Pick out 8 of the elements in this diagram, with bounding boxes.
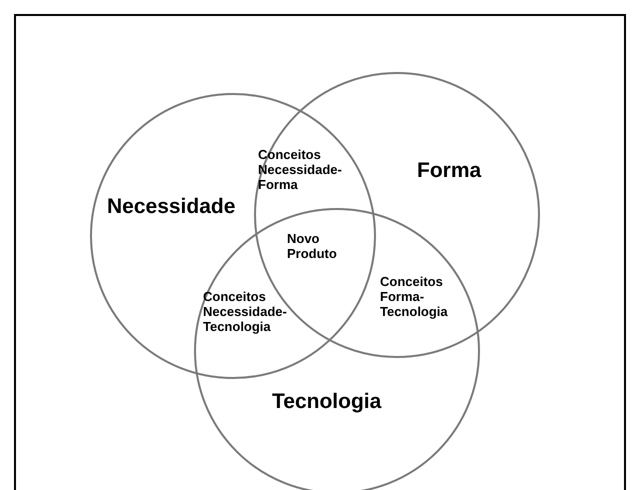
- venn-circle: [90, 93, 376, 379]
- set-label: Forma: [417, 159, 482, 182]
- overlap-label: Conceitos Forma-Tecnologia: [380, 275, 449, 320]
- overlap-label: Conceitos Necessidade-Forma: [258, 148, 343, 193]
- set-label: Tecnologia: [272, 390, 382, 414]
- overlap-label: Conceitos Necessidade-Tecnologia: [203, 290, 288, 335]
- overlap-label: Novo Produto: [287, 232, 338, 262]
- set-label: Necessidade: [107, 195, 236, 218]
